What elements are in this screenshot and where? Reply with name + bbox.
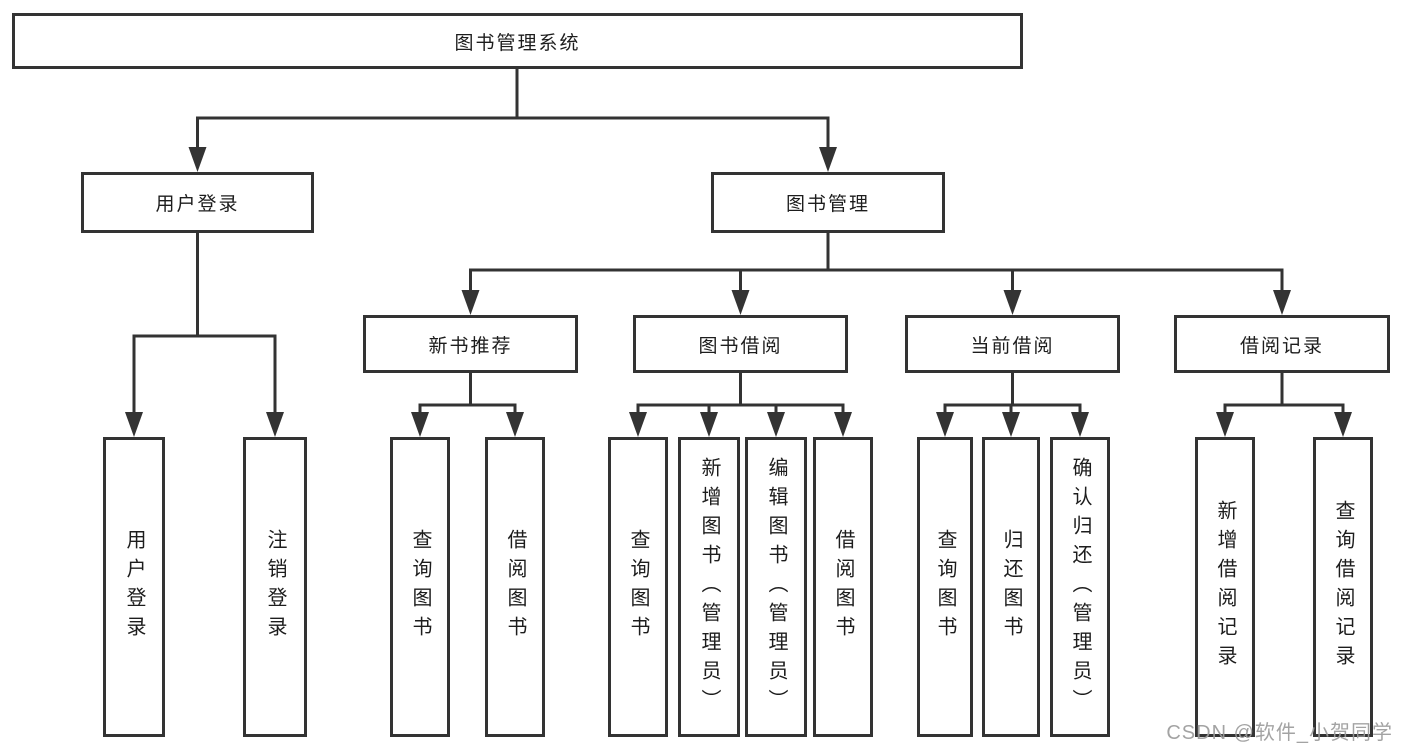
leaf-logout: 注销登录 bbox=[243, 437, 307, 737]
leaf-borrow-books-1: 借阅图书 bbox=[485, 437, 545, 737]
leaf-borrow-books-2-label: 借阅图书 bbox=[832, 529, 854, 645]
leaf-query-borrow-record-label: 查询借阅记录 bbox=[1332, 500, 1354, 674]
leaf-query-books-2-label: 查询图书 bbox=[627, 529, 649, 645]
node-root: 图书管理系统 bbox=[12, 13, 1023, 69]
node-current-borrow-label: 当前借阅 bbox=[970, 335, 1055, 357]
node-book-management: 图书管理 bbox=[711, 172, 945, 233]
leaf-confirm-return-admin: 确认归还（管理员） bbox=[1050, 437, 1110, 737]
leaf-confirm-return-admin-label: 确认归还（管理员） bbox=[1069, 456, 1091, 718]
leaf-user-login-label: 用户登录 bbox=[123, 529, 145, 645]
leaf-edit-book-admin-label: 编辑图书（管理员） bbox=[765, 456, 787, 718]
leaf-query-books-3: 查询图书 bbox=[917, 437, 973, 737]
node-new-book-recommend: 新书推荐 bbox=[363, 315, 578, 373]
node-new-book-recommend-label: 新书推荐 bbox=[428, 335, 513, 357]
csdn-watermark: CSDN @软件_小贺同学 bbox=[1166, 722, 1393, 744]
leaf-add-book-admin-label: 新增图书（管理员） bbox=[698, 456, 720, 718]
leaf-query-books-1-label: 查询图书 bbox=[409, 529, 431, 645]
leaf-user-login: 用户登录 bbox=[103, 437, 165, 737]
node-root-label: 图书管理系统 bbox=[454, 32, 581, 54]
node-current-borrow: 当前借阅 bbox=[905, 315, 1120, 373]
leaf-add-borrow-record: 新增借阅记录 bbox=[1195, 437, 1255, 737]
node-book-borrow: 图书借阅 bbox=[633, 315, 848, 373]
node-borrow-records: 借阅记录 bbox=[1174, 315, 1390, 373]
leaf-logout-label: 注销登录 bbox=[264, 529, 286, 645]
leaf-borrow-books-1-label: 借阅图书 bbox=[504, 529, 526, 645]
leaf-edit-book-admin: 编辑图书（管理员） bbox=[745, 437, 807, 737]
node-borrow-records-label: 借阅记录 bbox=[1239, 335, 1324, 357]
node-book-management-label: 图书管理 bbox=[785, 194, 870, 215]
leaf-return-books-label: 归还图书 bbox=[1000, 529, 1022, 645]
node-book-borrow-label: 图书借阅 bbox=[698, 335, 783, 357]
leaf-query-books-2: 查询图书 bbox=[608, 437, 668, 737]
leaf-add-book-admin: 新增图书（管理员） bbox=[678, 437, 740, 737]
leaf-borrow-books-2: 借阅图书 bbox=[813, 437, 873, 737]
arrowhead-icons bbox=[125, 147, 1352, 437]
leaf-query-borrow-record: 查询借阅记录 bbox=[1313, 437, 1373, 737]
node-user-login: 用户登录 bbox=[81, 172, 314, 233]
node-user-login-label: 用户登录 bbox=[155, 194, 240, 215]
leaf-query-books-1: 查询图书 bbox=[390, 437, 450, 737]
leaf-query-books-3-label: 查询图书 bbox=[934, 529, 956, 645]
leaf-add-borrow-record-label: 新增借阅记录 bbox=[1214, 500, 1236, 674]
leaf-return-books: 归还图书 bbox=[982, 437, 1040, 737]
